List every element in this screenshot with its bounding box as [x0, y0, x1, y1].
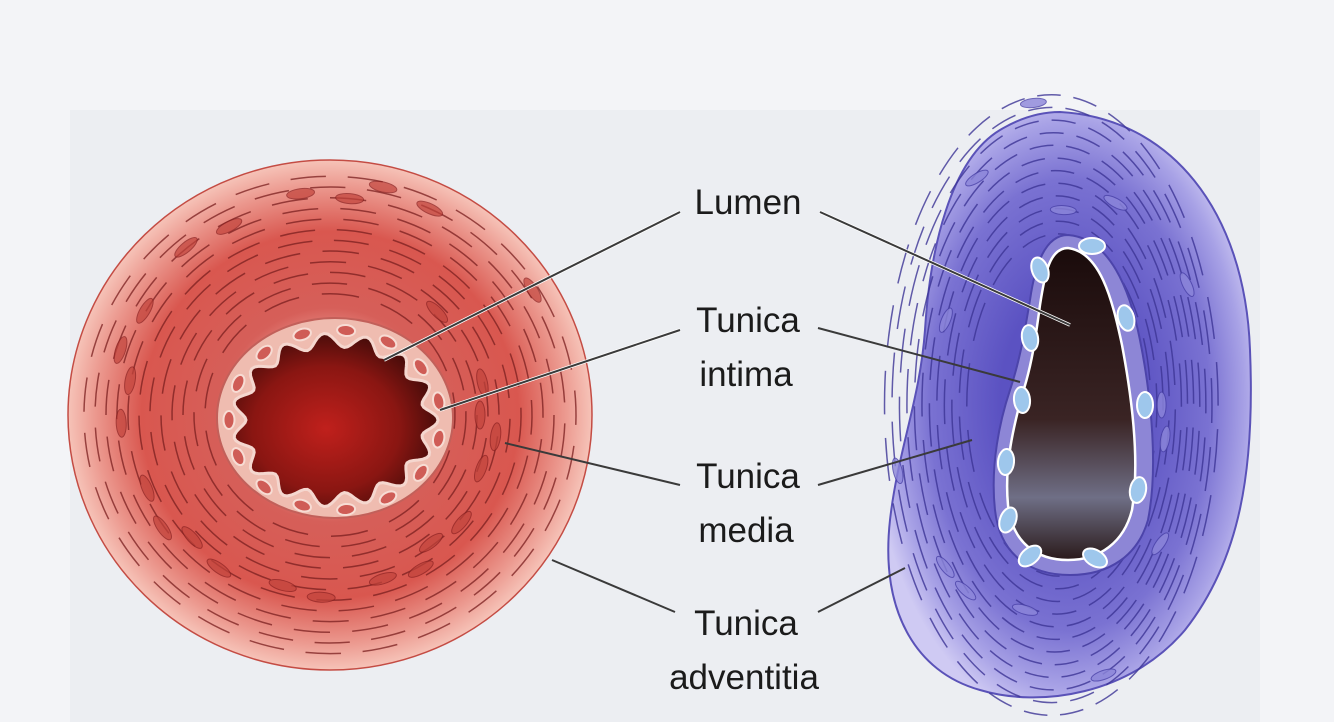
- artery-smooth-muscle-nuclei: [113, 180, 542, 603]
- artery-lumen: [232, 331, 440, 509]
- leader-adventitia-vein: [817, 567, 906, 613]
- leader-media-vein: [817, 439, 973, 486]
- leader-lumen-artery: [383, 211, 681, 361]
- label-tunica-adventitia-line1: Tunica: [694, 604, 798, 643]
- leader-lumen-vein: [819, 211, 1071, 326]
- artery-cross-section: [67, 159, 593, 671]
- leader-lines: [383, 210, 1071, 613]
- artery-endothelial-cells: [222, 323, 446, 517]
- artery-muscle-fibers: [83, 175, 577, 655]
- label-tunica-media-line1: Tunica: [696, 457, 800, 496]
- label-tunica-media-line2: media: [698, 511, 794, 550]
- label-lumen: Lumen: [694, 183, 801, 222]
- label-tunica-adventitia-line2: adventitia: [669, 658, 819, 697]
- label-tunica-intima-line1: Tunica: [696, 301, 800, 340]
- leader-adventitia-artery: [551, 559, 676, 613]
- leader-intima-vein: [817, 327, 1021, 383]
- leader-media-artery: [504, 442, 681, 486]
- vein-endothelial-cells: [996, 237, 1154, 569]
- vein-cross-section: [883, 94, 1252, 716]
- leader-intima-artery: [439, 329, 681, 411]
- label-tunica-intima-line2: intima: [699, 355, 793, 394]
- labels: Lumen Tunica intima Tunica media Tunica …: [669, 183, 819, 697]
- vein-smooth-muscle-nuclei: [891, 97, 1195, 682]
